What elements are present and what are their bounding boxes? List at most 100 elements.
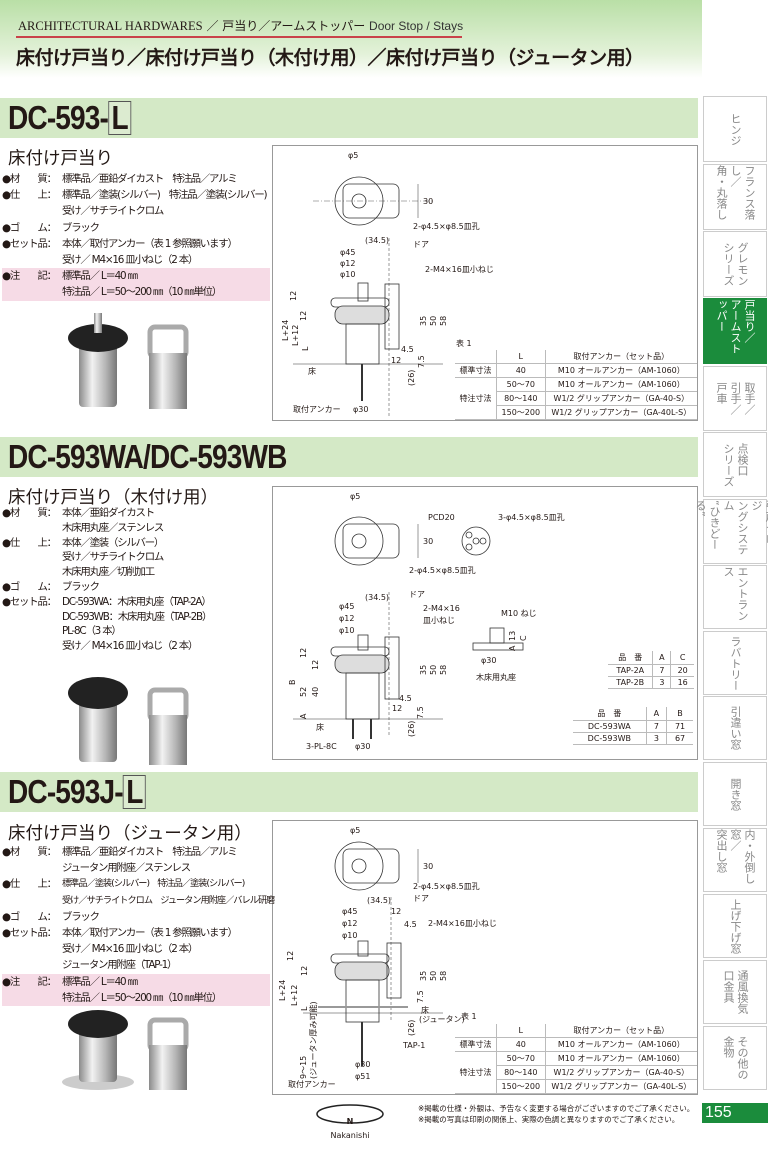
product-photo	[68, 313, 189, 409]
spec-row: ●材 質：標準品／亜鉛ダイカスト 特注品／アルミ	[2, 171, 270, 187]
dim-label: 2-φ4.5×φ8.5皿孔	[413, 222, 480, 231]
dim-label: 2-M4×16皿小ねじ	[428, 919, 497, 928]
td: 50〜70	[495, 1051, 546, 1066]
td: 20	[670, 664, 694, 677]
dim-label: 50	[429, 971, 438, 981]
dim-label: φ45	[339, 602, 354, 611]
logo-text: Nakanishi	[330, 1131, 369, 1140]
page-number: 155	[702, 1103, 768, 1123]
section-name: 床付け戸当り（ジュータン用）	[8, 824, 252, 844]
td: 特注寸法	[455, 377, 497, 420]
td: 特注寸法	[455, 1051, 497, 1094]
sidebar-tab[interactable]: 取手／ 引手／ 戸車	[703, 366, 767, 431]
rubber-ring	[68, 324, 128, 352]
wood-base-top	[461, 526, 491, 556]
spec-row: ●仕 上：本体／塗装（シルバー） 受け／サチライトクロム 木床用丸座／切削加工	[2, 536, 270, 580]
td: 16	[670, 676, 694, 689]
dim-label: φ45	[342, 907, 357, 916]
spec-value: 標準品／ L＝40 ㎜ 特注品／ L＝50〜200 ㎜（10 ㎜単位）	[62, 270, 222, 299]
dim-label: φ30	[355, 1060, 370, 1069]
sidebar-tab[interactable]: 上げ下げ窓	[703, 894, 767, 958]
dim-label: 35	[419, 665, 428, 675]
td: 80〜140	[495, 1065, 546, 1080]
sidebar-tab[interactable]: 戸当り／ アームストッパー	[703, 298, 767, 364]
dim-label: A	[508, 645, 517, 651]
dim-label: 12	[311, 660, 320, 670]
sidebar-tab[interactable]: 内・外倒し窓／ 突出し窓	[703, 828, 767, 892]
dim-label: 40	[311, 687, 320, 697]
table-caption: 表 1	[456, 338, 472, 348]
sidebar-tab[interactable]: 通風換気 口金具	[703, 960, 767, 1024]
dim-label: (26)	[407, 721, 416, 737]
spec-value: 本体／取付アンカー（表 1 参照願います） 受け／ M4×16 皿小ねじ（2 本…	[62, 237, 238, 267]
rubber-ring	[68, 677, 128, 709]
dim-label: φ5	[350, 492, 360, 501]
th: A	[645, 707, 667, 721]
dim-label: 50	[429, 665, 438, 675]
sidebar-tab[interactable]: エントランス	[703, 565, 767, 629]
dim-label: 12	[391, 907, 401, 916]
sidebar-tab[interactable]: グレモン シリーズ	[703, 231, 767, 297]
model-suffix: L	[122, 775, 146, 809]
model-suffix: L	[108, 101, 132, 135]
pin	[357, 282, 369, 302]
spec-row: ●ゴ ム：ブラック	[2, 909, 270, 925]
model-title: DC-593WA/DC-593WB	[8, 438, 287, 475]
sidebar-tab[interactable]: ラバトリー	[703, 631, 767, 695]
dim-label: φ10	[342, 931, 357, 940]
spec-value: ブラック	[62, 221, 100, 234]
dim-label: A	[299, 713, 308, 719]
model-code: DC-593-	[8, 99, 109, 136]
dim-label: (34.5)	[365, 236, 389, 245]
sidebar-tab-label: 引違い窓	[729, 706, 742, 750]
sidebar-tab[interactable]: その他の 金物	[703, 1026, 767, 1090]
dim-label: B	[288, 680, 297, 686]
dim-label: ドア	[409, 590, 425, 599]
th: C	[670, 651, 694, 665]
dim-label: 7.5	[417, 355, 426, 368]
td: W1/2 グリップアンカー（GA-40-S）	[544, 1065, 697, 1080]
td: 標準寸法	[455, 363, 497, 378]
td: 3	[652, 676, 671, 689]
dim-label: 床	[421, 1005, 429, 1015]
technical-drawing: φ5 30 2-φ4.5×φ8.5皿孔 (34.5) ドア 12 φ45 φ12…	[278, 826, 497, 1089]
dim-label: 取付アンカー	[288, 1079, 336, 1089]
td: 71	[666, 720, 693, 733]
dim-label: (26)	[407, 1020, 416, 1036]
sidebar-tab[interactable]: ヒンジ	[703, 96, 767, 162]
td: TAP-2B	[608, 676, 653, 689]
spec-label: ●仕 上：	[2, 536, 57, 549]
sidebar-tab[interactable]: 引戸クロージ ングシステム “ひきどーる”	[694, 499, 768, 564]
dim-label: TAP-1	[402, 1041, 425, 1050]
spec-label: ●仕 上：	[2, 878, 57, 891]
spec-list: ●材 質：標準品／亜鉛ダイカスト 特注品／アルミ ●仕 上：標準品／塗装(シルバ…	[2, 171, 270, 301]
dim-label: 12	[299, 648, 308, 658]
spec-row: ●仕 上：標準品／塗装(シルバー) 特注品／塗装(シルバー) 受け／サチライトク…	[2, 187, 270, 219]
sidebar-tab-label: フランス落し／ 角・丸落し	[715, 165, 756, 220]
dim-label: 7.5	[416, 990, 425, 1003]
dim-label: 12	[392, 704, 402, 713]
sidebar-tab-label: 開き窓	[729, 777, 742, 811]
td: M10 オールアンカー（AM-1060）	[544, 363, 697, 378]
sidebar-tab[interactable]: フランス落し／ 角・丸落し	[703, 164, 767, 230]
sidebar-tab[interactable]: 引違い窓	[703, 696, 767, 760]
dim-label: 12	[299, 311, 308, 321]
td: M10 オールアンカー（AM-1060）	[544, 1037, 697, 1052]
spec-value: 本体／亜鉛ダイカスト 木床用丸座／ステンレス	[62, 507, 164, 534]
spec-value: 本体／取付アンカー（表 1 参照願います） 受け／ M4×16 皿小ねじ（2 本…	[62, 927, 238, 972]
sidebar-tab[interactable]: 点検口 シリーズ	[703, 432, 767, 497]
sidebar-tab-label: 取手／ 引手／ 戸車	[715, 382, 756, 415]
breadcrumb-en: ARCHITECTURAL HARDWARES	[18, 19, 203, 33]
body	[345, 323, 380, 365]
td: W1/2 グリップアンカー（GA-40-S）	[544, 391, 697, 406]
td: 40	[495, 363, 546, 378]
spec-label: ●注 記：	[2, 270, 57, 283]
dim-label: φ51	[355, 1072, 370, 1081]
sidebar-tab[interactable]: 開き窓	[703, 762, 767, 826]
spec-label: ●セット品：	[2, 237, 57, 250]
spec-label: ●注 記：	[2, 975, 57, 988]
